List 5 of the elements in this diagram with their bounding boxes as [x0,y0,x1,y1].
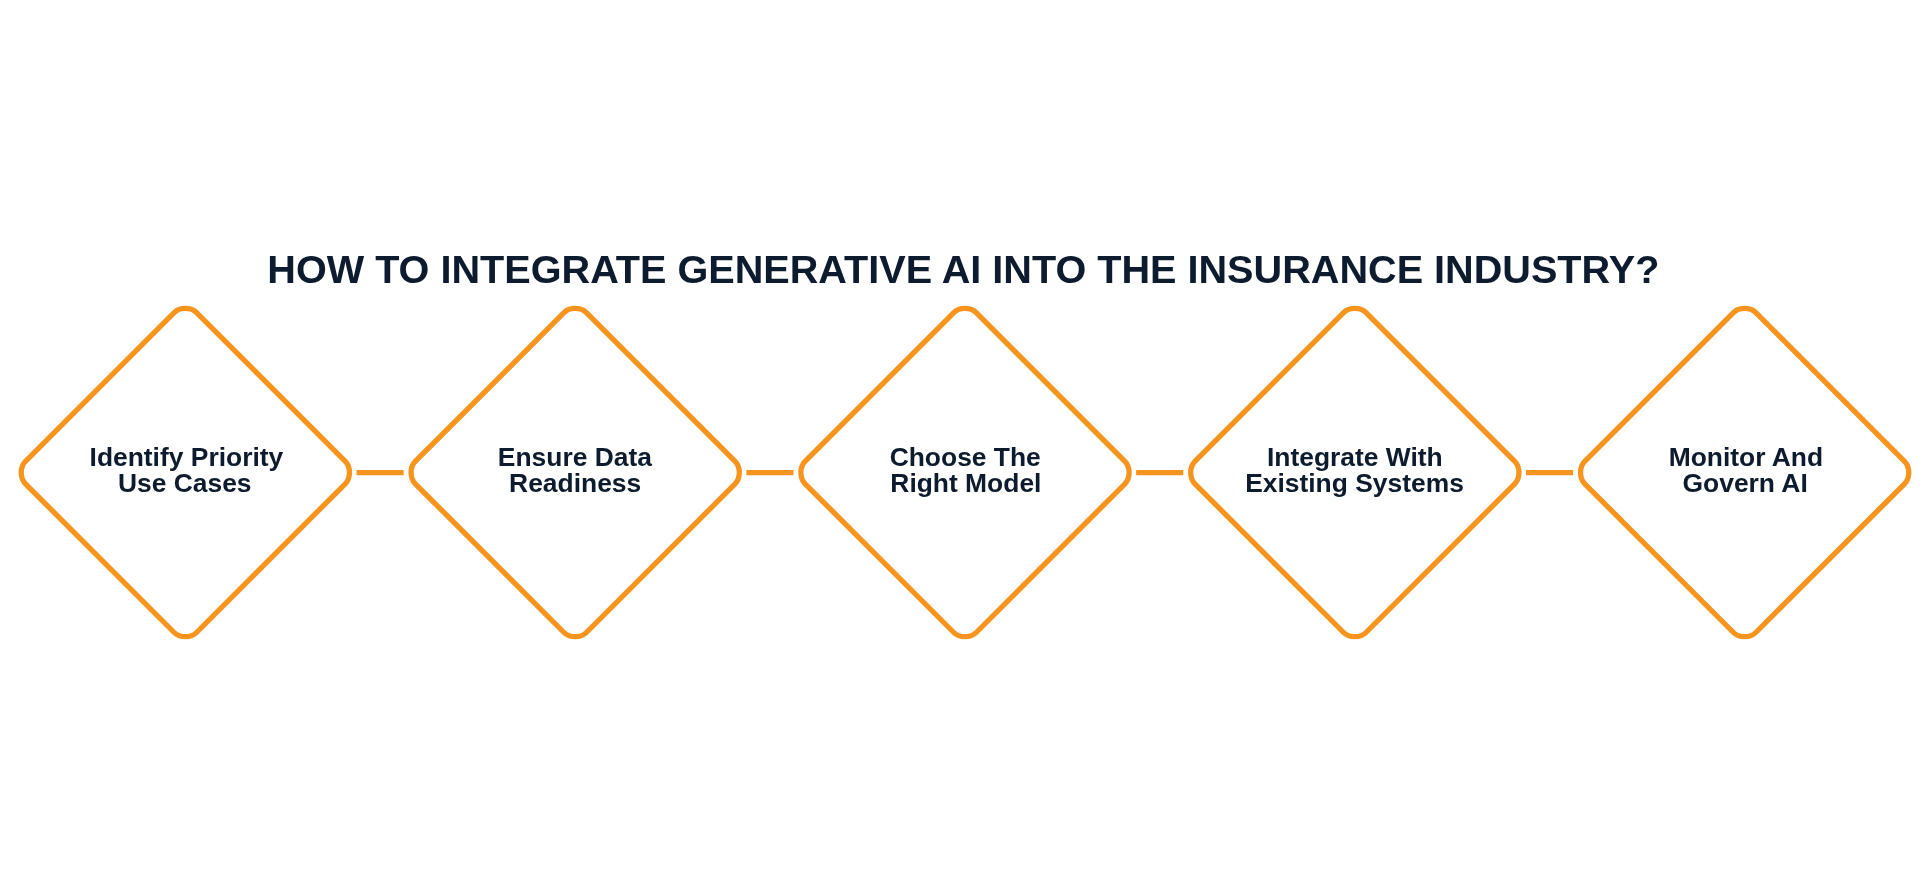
connector [1136,469,1184,475]
connector [1525,469,1574,475]
connector [746,469,794,475]
connector [356,469,404,475]
diagram-title: HOW TO INTEGRATE GENERATIVE AI INTO THE INSURANCE INDUSTRY? [267,246,1660,291]
